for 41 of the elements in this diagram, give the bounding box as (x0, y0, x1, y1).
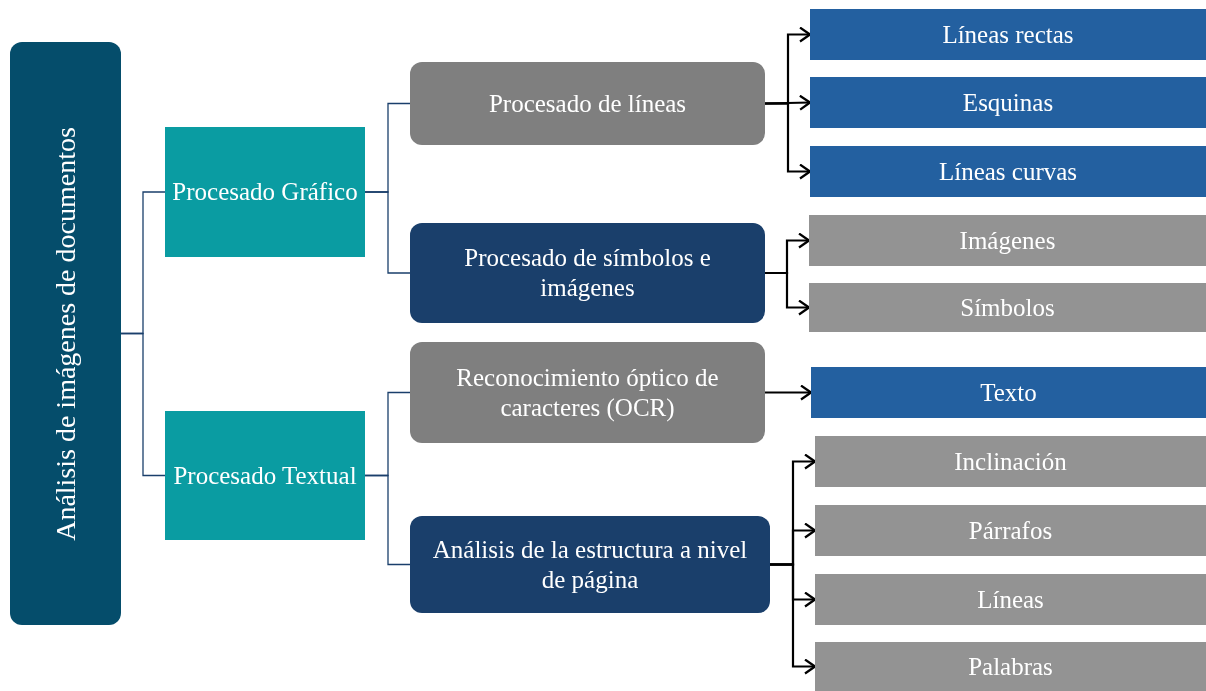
node-label: Inclinación (954, 446, 1067, 477)
arrow (765, 384, 813, 401)
process-box (410, 516, 770, 613)
node-label: Procesado de símbolos e imágenes (463, 243, 712, 303)
node-label: Análisis de la estructura a nivel de página (431, 534, 749, 595)
category-box (165, 411, 365, 540)
arrow (770, 563, 817, 675)
node-label: Líneas curvas (938, 156, 1078, 187)
process-box (410, 223, 765, 323)
node-label: Símbolos (960, 292, 1055, 323)
result-box (811, 367, 1206, 418)
result-box (815, 642, 1206, 691)
result-box (810, 146, 1206, 197)
result-box (810, 9, 1206, 60)
node-label: Palabras (968, 651, 1053, 682)
category-box (165, 127, 365, 257)
node-label: Reconocimiento óptico de caracteres (OCR) (455, 362, 720, 423)
connector-line (364, 191, 411, 274)
node-label: Esquinas (962, 87, 1054, 118)
connector-line (120, 332, 166, 477)
result-box (809, 283, 1206, 332)
node-label: Procesado Textual (173, 460, 357, 491)
arrow (765, 102, 812, 180)
node-label: Texto (980, 377, 1037, 408)
process-box (410, 62, 765, 145)
process-box (410, 342, 765, 443)
result-box (815, 436, 1206, 487)
result-box (815, 505, 1206, 556)
vertical-title-bar (10, 42, 121, 625)
node-label: Líneas rectas (942, 19, 1074, 50)
result-box (815, 574, 1206, 625)
arrow (765, 271, 811, 316)
result-box (810, 77, 1206, 128)
result-box (809, 215, 1206, 266)
node-label: Procesado Gráfico (172, 177, 358, 207)
node-label: Análisis de imágenes de documentos (50, 126, 81, 541)
node-label: Párrafos (968, 515, 1053, 546)
node-label: Imágenes (959, 225, 1056, 256)
node-label: Procesado de líneas (488, 88, 687, 119)
node-label: Líneas (977, 584, 1044, 615)
connector-line (364, 474, 411, 566)
